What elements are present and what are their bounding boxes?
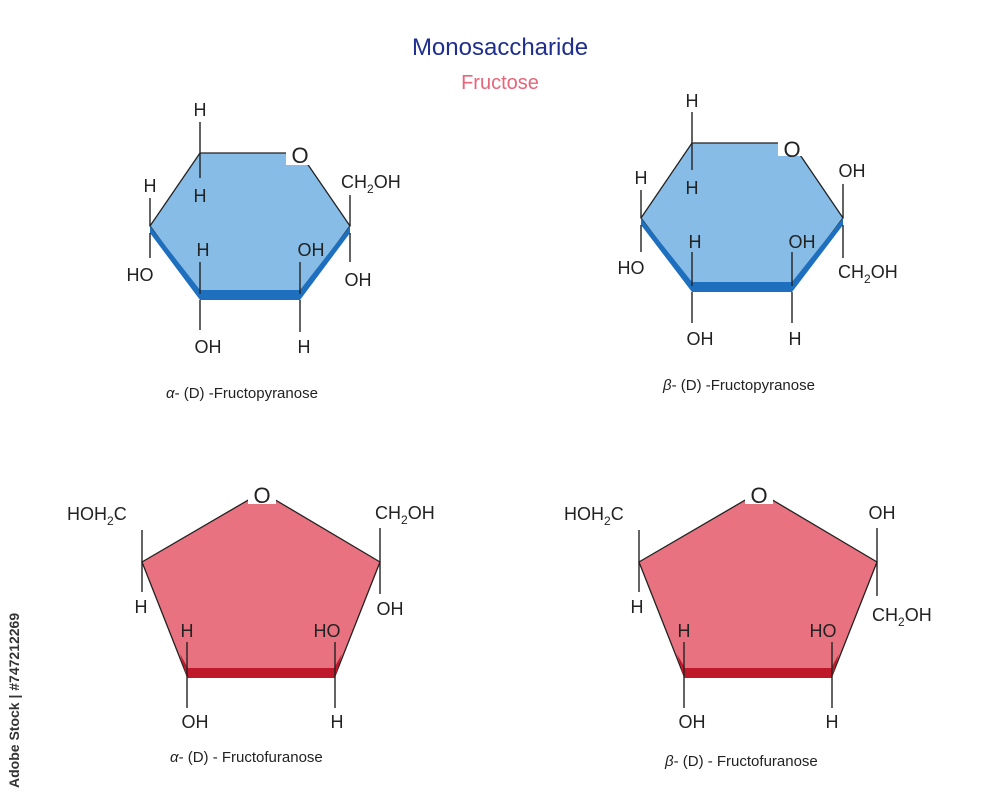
atom-label: OH — [377, 599, 404, 619]
atom-label: H — [635, 168, 648, 188]
atom-label: H — [194, 186, 207, 206]
ring-oxygen: O — [291, 143, 308, 168]
hoh2c-group: HOH2C — [564, 504, 624, 528]
atom-label: H — [144, 176, 157, 196]
atom-label: H — [197, 240, 210, 260]
structure-caption: α- (D) -Fructopyranose — [166, 385, 318, 402]
atom-label: HO — [618, 258, 645, 278]
ring-oxygen: O — [253, 483, 270, 508]
atom-label: H — [689, 232, 702, 252]
alpha-furanose-ring — [141, 491, 381, 677]
ch2oh-group: CH2OH — [341, 172, 401, 196]
atom-label: HO — [314, 621, 341, 641]
atom-label: H — [826, 712, 839, 732]
atom-label: OH — [195, 337, 222, 357]
atom-label: OH — [869, 503, 896, 523]
atom-label: OH — [839, 161, 866, 181]
alpha-furanose-structure: O HOH2C H CH2OH OH H HO OH H α- (D) - Fr… — [67, 482, 435, 766]
hoh2c-group: HOH2C — [67, 504, 127, 528]
atom-label: H — [686, 91, 699, 111]
ch2oh-group: CH2OH — [872, 605, 932, 629]
ring-oxygen: O — [783, 137, 800, 162]
atom-label: H — [181, 621, 194, 641]
ch2oh-group: CH2OH — [375, 503, 435, 527]
atom-label: H — [686, 178, 699, 198]
structure-caption: α- (D) - Fructofuranose — [170, 749, 323, 766]
atom-label: H — [298, 337, 311, 357]
ring-oxygen: O — [750, 483, 767, 508]
structure-caption: β- (D) -Fructopyranose — [662, 377, 815, 394]
atom-label: OH — [345, 270, 372, 290]
atom-label: OH — [298, 240, 325, 260]
stock-watermark: Adobe Stock | #747212269 — [6, 613, 22, 788]
atom-label: HO — [810, 621, 837, 641]
atom-label: OH — [679, 712, 706, 732]
page-subtitle: Fructose — [461, 72, 539, 94]
structure-caption: β- (D) - Fructofuranose — [664, 753, 818, 770]
beta-furanose-front-edge — [677, 654, 839, 678]
atom-label: H — [631, 597, 644, 617]
beta-furanose-ring — [638, 491, 878, 677]
page-title: Monosaccharide — [412, 34, 588, 61]
atom-label: HO — [127, 265, 154, 285]
alpha-furanose-front-edge — [180, 654, 342, 678]
atom-label: OH — [687, 329, 714, 349]
atom-label: H — [135, 597, 148, 617]
atom-label: H — [678, 621, 691, 641]
atom-label: H — [331, 712, 344, 732]
ch2oh-group: CH2OH — [838, 262, 898, 286]
beta-furanose-structure: O HOH2C H OH CH2OH H HO OH H β- (D) - Fr… — [564, 482, 932, 770]
beta-pyranose-structure: O H H H HO H OH OH CH2OH OH H β- (D) -Fr… — [618, 91, 898, 394]
atom-label: OH — [789, 232, 816, 252]
alpha-pyranose-structure: O H H H HO H OH CH2OH OH OH H α- (D) -Fr… — [127, 100, 401, 402]
atom-label: OH — [182, 712, 209, 732]
atom-label: H — [194, 100, 207, 120]
atom-label: H — [789, 329, 802, 349]
